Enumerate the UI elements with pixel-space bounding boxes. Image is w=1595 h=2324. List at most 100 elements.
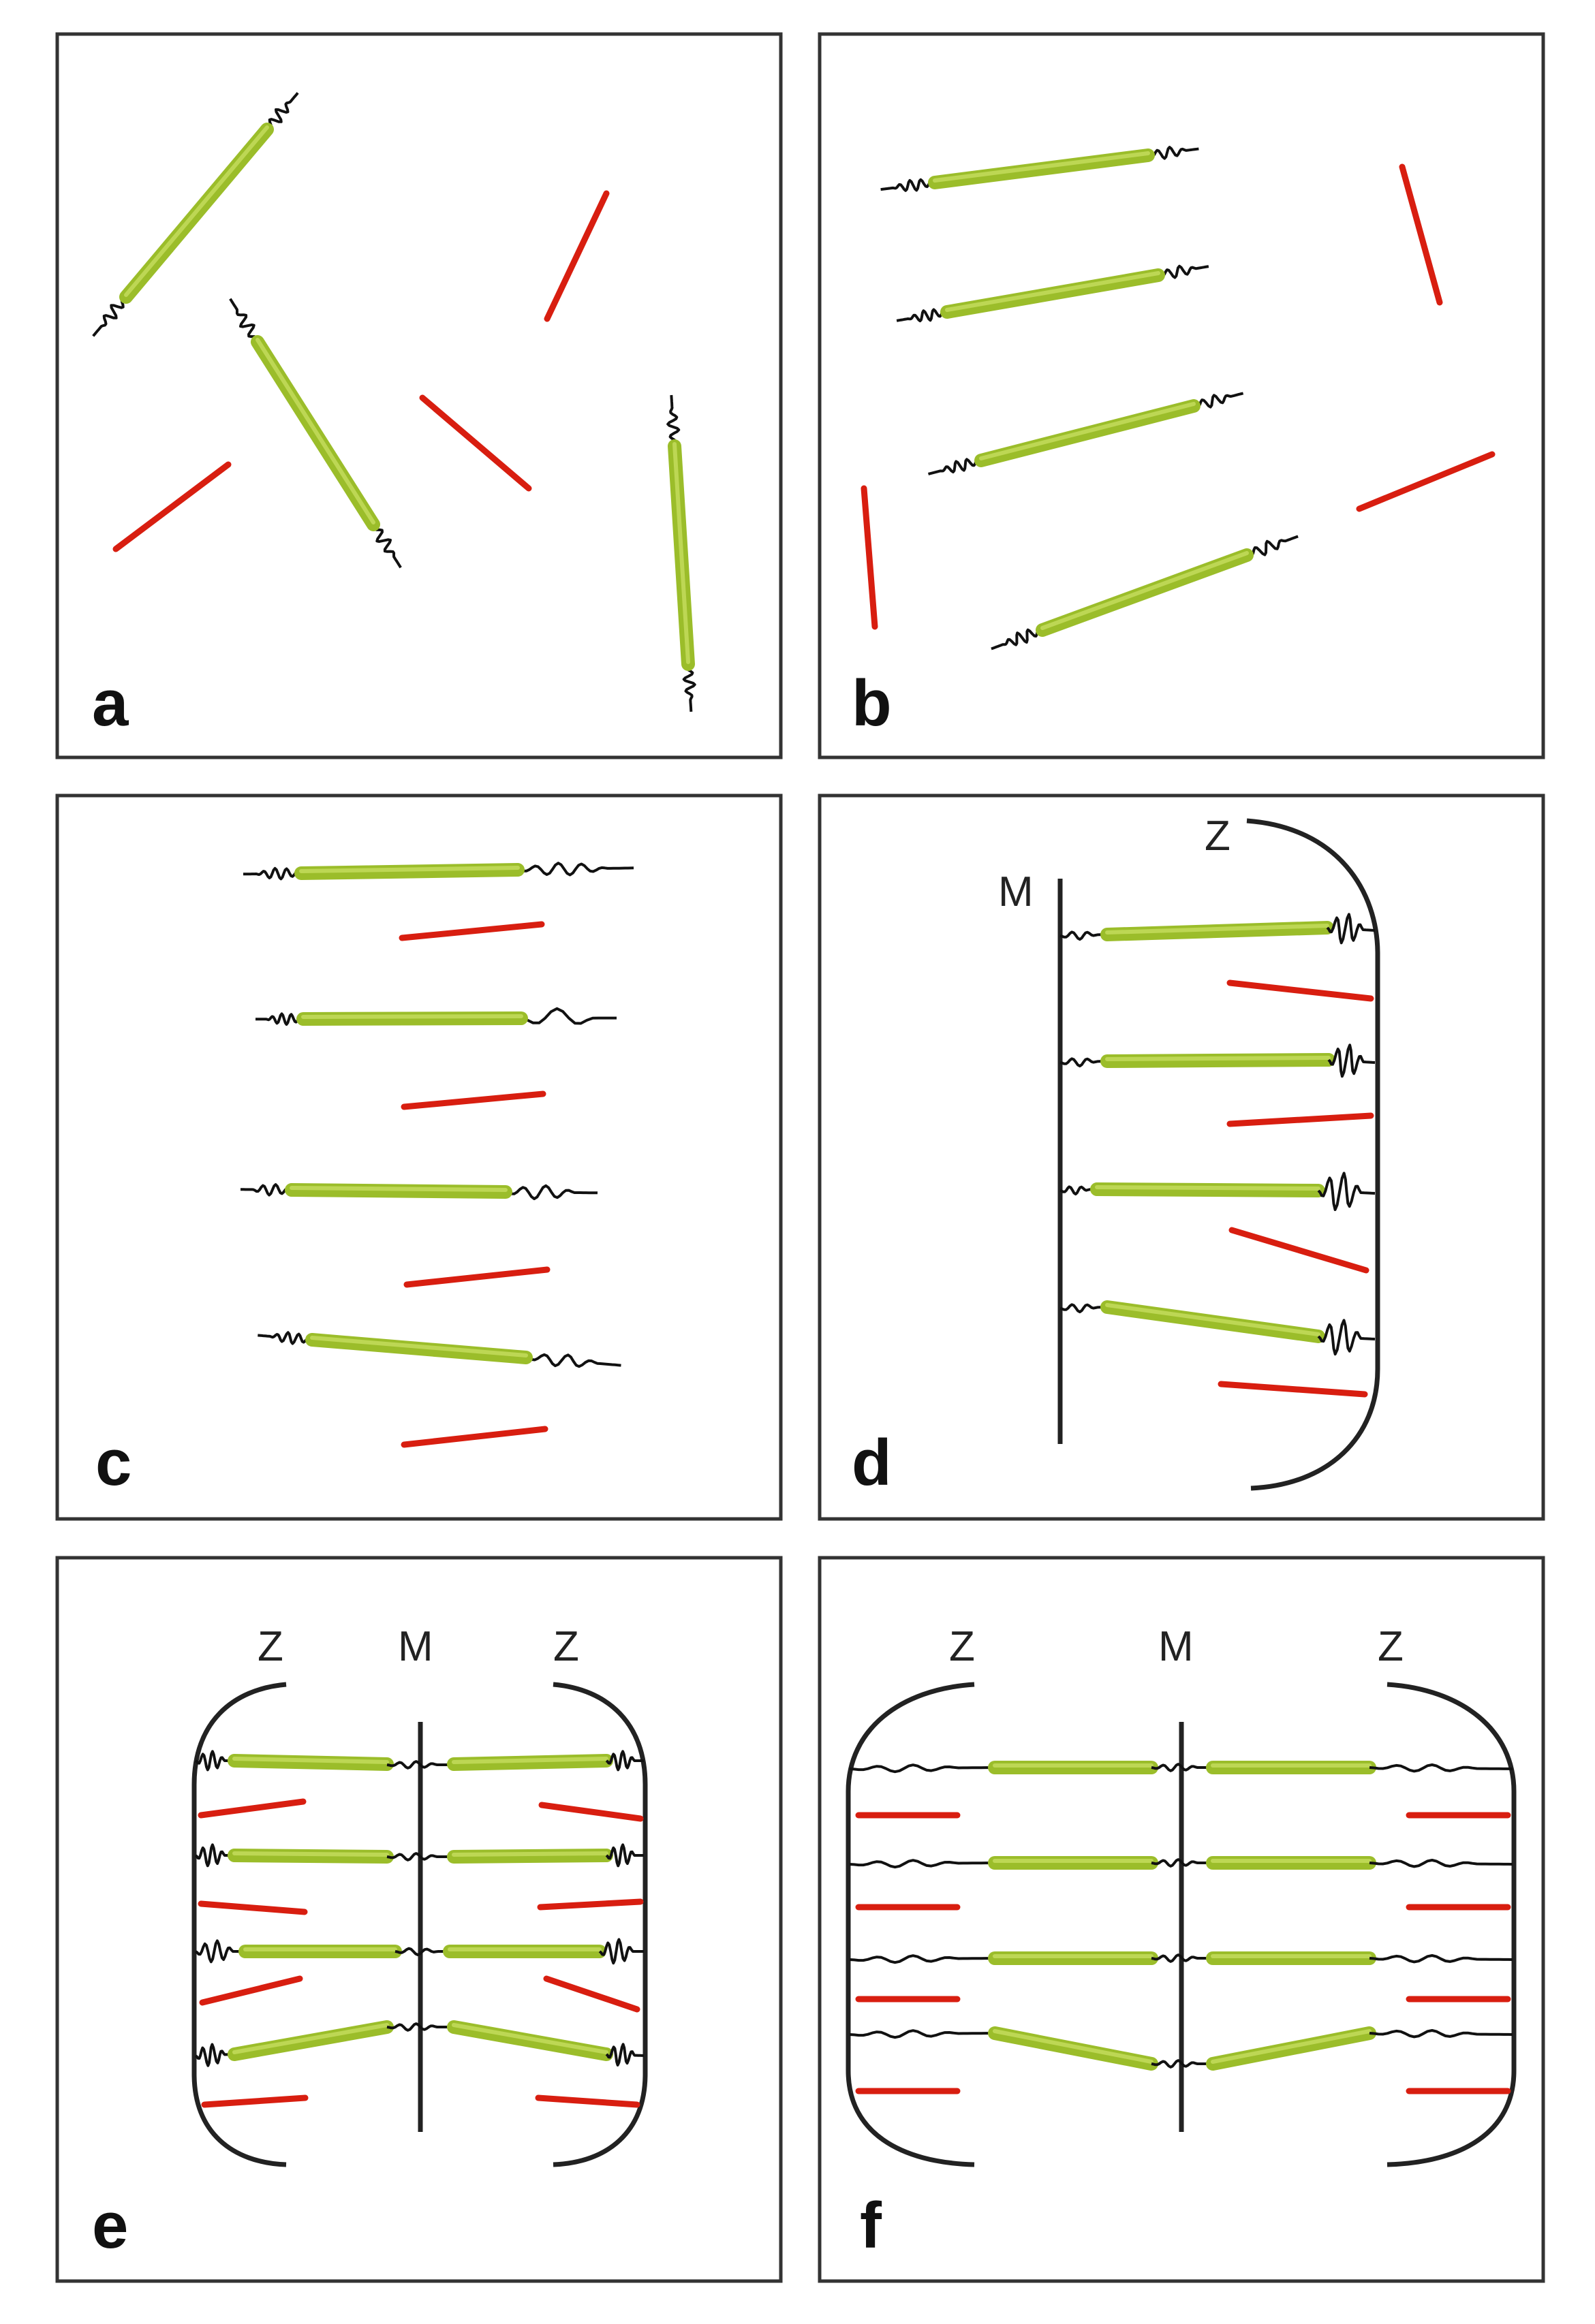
panel-c-thick-filament-2-tail-end [521,1007,617,1025]
panel-a-thin-filament-2 [419,394,532,492]
panel-e-thin-filament-left-2 [198,1900,308,1915]
panel-d-thick-filament-3-highlight [1095,1185,1320,1191]
panel-f-z-right-label: Z [1378,1623,1404,1670]
panel-c-thin-filament-4 [401,1426,548,1448]
panel-f-row-4-m-tail [1151,2059,1213,2069]
panel-c-thick-filament-1-tail-start [243,866,302,881]
panel-b-thick-filament-1-tail-end [1147,146,1199,160]
panel-e-z-left-label: Z [258,1623,283,1670]
panel-c-thin-filament-3 [403,1266,551,1288]
panel-b-thick-filament-1-highlight [933,151,1150,183]
panel-d-thick-filament-4-m-tail [1059,1303,1108,1314]
panel-a-thick-filament-1-tail-end [92,296,127,337]
panel-c-thick-filament-2-tail-start [255,1012,304,1026]
panel-e-thin-filament-right-3 [543,1975,640,2013]
panel-a-thick-filament-2-highlight [255,338,375,524]
panel-b-thick-filament-4-highlight [1040,551,1249,630]
panel-d-thick-filament-2-m-tail [1059,1057,1108,1068]
panel-b-thick-filament-3-tail-end [1193,392,1244,409]
panel-f-row-4-left-thick-filament-highlight [993,2029,1153,2064]
panel-c-thick-filament-1-highlight [299,866,520,873]
panel-a-thick-filament-2-tail-start [229,298,259,343]
panel-c-thick-filament-4-tail-start [258,1331,313,1345]
panel-d-thick-filament-2-highlight [1105,1056,1331,1061]
panel-d-frame [818,794,1545,1521]
panel-d-thick-filament-4-highlight [1105,1303,1320,1336]
panel-a-label: a [92,667,129,740]
panel-f-row-2-right-elastic-tail [1369,1859,1513,1868]
panel-e-row-3-left-z-tail [194,1939,245,1964]
panel-f-row-4-right-elastic-tail [1369,2029,1513,2039]
panel-e-row-2-right-thick-filament-highlight [452,1851,608,1857]
panel-b-label: b [852,667,892,740]
panel-f-z-disc-left [846,1682,975,2167]
panel-c-thick-filament-4-tail-end [525,1353,621,1368]
panel-d-thick-filament-1-m-tail [1059,930,1108,941]
panel-c-thick-filament-3-tail-end [505,1184,598,1200]
panel-c-frame [55,794,783,1521]
panel-f-row-2-m-tail [1151,1858,1213,1868]
panel-f-z-left-label: Z [949,1623,975,1670]
panel-c-thin-filament-2 [401,1090,546,1110]
panel-e-thin-filament-right-2 [537,1898,644,1911]
panel-f-row-3-right-elastic-tail [1369,1954,1513,1964]
panel-b-frame [818,32,1545,759]
panel-b-thick-filament-3-highlight [979,402,1196,460]
panel-e-row-2-m-tail [386,1852,454,1862]
panel-d-thick-filament-1-z-tail [1326,913,1376,945]
panel-f-row-4-left-elastic-tail [849,2029,995,2039]
panel-d-thin-filament-3 [1228,1227,1369,1274]
panel-a-thick-filament-1-highlight [124,125,269,297]
panel-a-thick-filament-1-tail-start [266,92,299,131]
panel-d-thick-filament-1-highlight [1105,924,1329,935]
panel-e-row-1-right-thick-filament-highlight [452,1757,608,1764]
panel-e-label: e [92,2189,128,2262]
panel-d-z-disc [1246,818,1380,1491]
panel-e-z-disc-left [191,1682,287,2167]
filaments-layer [92,92,1513,2108]
panel-f-row-1-right-elastic-tail [1369,1763,1513,1773]
panel-e-row-1-right-z-tail [605,1750,645,1772]
panel-e-row-3-m-tail [394,1947,450,1956]
panel-b-thick-filament-4-tail-end [1246,535,1299,557]
panel-b-thin-filament-3 [861,485,878,630]
panel-f-row-3-m-tail [1151,1953,1213,1963]
panel-e-thin-filament-right-1 [538,1802,644,1822]
panel-b-thick-filament-4-tail-start [991,628,1043,650]
panel-a-thin-filament-1 [544,190,610,322]
panel-f-row-2-left-elastic-tail [849,1859,995,1869]
panel-e-thin-filament-left-1 [198,1798,307,1819]
panel-e-row-2-right-z-tail [605,1843,645,1868]
panel-e-row-4-m-tail [386,2022,454,2032]
panel-b-thick-filament-2-tail-end [1158,264,1209,279]
panel-e-thin-filament-left-3 [199,1975,303,2006]
panel-c-thick-filament-3-highlight [290,1186,508,1192]
panel-f-m-label: M [1158,1623,1194,1670]
panel-c-thick-filament-2-highlight [301,1014,523,1019]
sarcomere-structures: Z M Z M Z Z M Z [191,813,1517,2167]
panel-b-thick-filament-3-tail-start [927,458,982,475]
panel-e-row-4-left-thick-filament-highlight [232,2023,389,2054]
panel-f-row-1-left-elastic-tail [849,1763,995,1774]
panel-d-thin-filament-2 [1226,1112,1374,1127]
panel-e-row-3-right-z-tail [598,1938,644,1965]
panel-b-thin-filament-2 [1356,451,1496,512]
panel-d-thin-filament-1 [1226,979,1374,1002]
panel-e-row-1-left-thick-filament-highlight [232,1757,389,1764]
panel-d-m-label: M [998,868,1034,915]
panel-f-row-1-m-tail [1151,1763,1213,1772]
panel-d-thick-filament-2-z-tail [1327,1043,1376,1078]
panel-c-thick-filament-3-tail-start [241,1183,292,1197]
panel-a-thick-filament-3-tail-end [682,663,696,712]
panel-e-thin-filament-right-4 [535,2094,640,2108]
panel-a-thick-filament-3-highlight [672,442,690,664]
panel-c-thick-filament-4-highlight [310,1336,528,1357]
panel-a-frame [55,32,783,759]
panel-e-z-right-label: Z [553,1623,579,1670]
panel-e-row-1-m-tail [386,1760,454,1770]
panel-e-row-2-left-thick-filament-highlight [232,1851,389,1857]
panel-b-thick-filament-2-highlight [945,271,1160,312]
panel-c-label: c [95,1426,131,1499]
panel-b-thick-filament-2-tail-start [896,308,948,323]
